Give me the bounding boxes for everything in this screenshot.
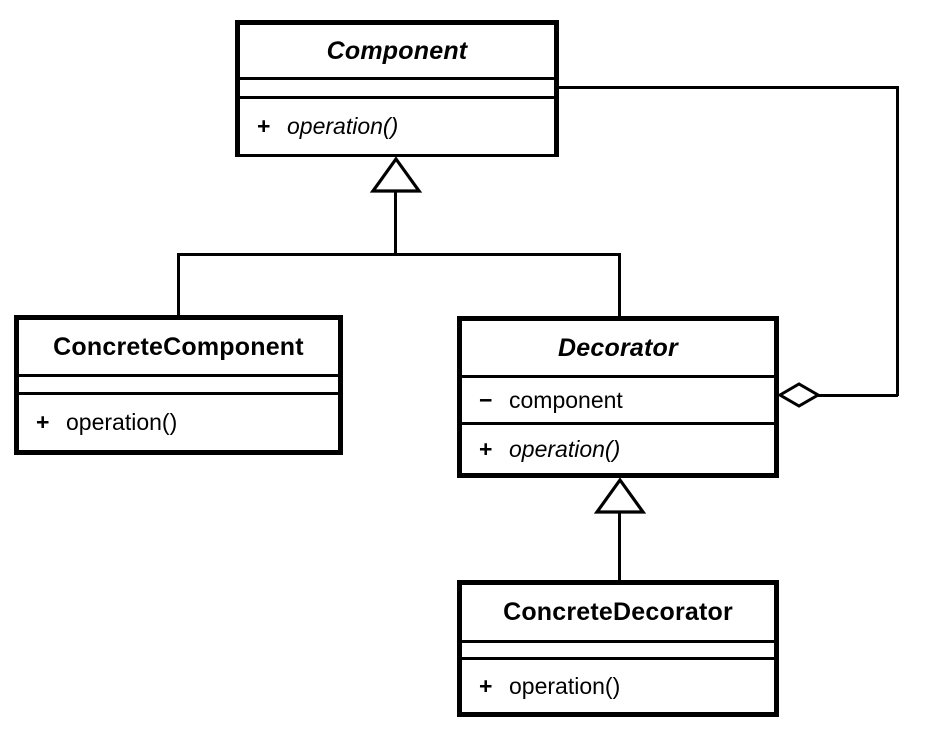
aggregation-segment-top — [559, 86, 899, 89]
decorator-attribute-label: component — [509, 386, 623, 413]
concrete-decorator-operation-label: operation() — [509, 672, 621, 699]
uml-class-decorator[interactable]: Decorator − component + operation() — [457, 316, 779, 478]
component-operations-compartment: + operation() — [240, 99, 554, 154]
generalization-branch-bar — [177, 253, 621, 256]
component-operation-label: operation() — [287, 113, 399, 139]
component-operation-row[interactable]: + operation() — [240, 113, 398, 140]
concrete-decorator-operations-compartment: + operation() — [462, 660, 774, 712]
component-name-compartment: Component — [240, 25, 554, 80]
generalization-drop-concrete-component — [177, 253, 180, 317]
visibility-marker: + — [36, 409, 50, 435]
generalization-arrowhead-to-component — [370, 157, 422, 193]
decorator-operation-label: operation() — [509, 435, 621, 462]
uml-class-concrete-component[interactable]: ConcreteComponent + operation() — [14, 315, 343, 455]
decorator-operations-compartment: + operation() — [462, 425, 774, 473]
concrete-component-operation-label: operation() — [66, 409, 178, 435]
aggregation-diamond-icon — [778, 382, 820, 408]
decorator-name-compartment: Decorator — [462, 321, 774, 378]
concrete-decorator-name-compartment: ConcreteDecorator — [462, 585, 774, 643]
component-class-name: Component — [326, 36, 468, 65]
visibility-marker: − — [479, 386, 493, 413]
decorator-operation-row[interactable]: + operation() — [462, 436, 620, 463]
generalization-drop-decorator — [618, 253, 621, 318]
component-attributes-compartment — [240, 80, 554, 99]
decorator-attributes-compartment: − component — [462, 378, 774, 425]
generalization-arrowhead-to-decorator — [594, 478, 646, 514]
concrete-component-operation-row[interactable]: + operation() — [19, 409, 177, 436]
concrete-decorator-operation-row[interactable]: + operation() — [462, 673, 620, 700]
concrete-component-name-compartment: ConcreteComponent — [19, 320, 338, 377]
concrete-component-operations-compartment: + operation() — [19, 395, 338, 450]
decorator-class-name: Decorator — [558, 333, 678, 362]
concrete-component-class-name: ConcreteComponent — [53, 332, 304, 361]
concrete-decorator-attributes-compartment — [462, 643, 774, 660]
generalization-stem-component — [394, 190, 397, 255]
visibility-marker: + — [257, 113, 271, 139]
concrete-decorator-class-name: ConcreteDecorator — [503, 598, 733, 626]
concrete-component-attributes-compartment — [19, 377, 338, 395]
decorator-attribute-row[interactable]: − component — [462, 387, 623, 414]
uml-class-concrete-decorator[interactable]: ConcreteDecorator + operation() — [457, 580, 779, 717]
visibility-marker: + — [479, 672, 493, 699]
aggregation-segment-bottom — [816, 394, 898, 397]
generalization-stem-concrete-decorator — [618, 511, 621, 581]
uml-class-component[interactable]: Component + operation() — [235, 20, 559, 157]
visibility-marker: + — [479, 435, 493, 462]
aggregation-segment-right — [896, 86, 899, 396]
